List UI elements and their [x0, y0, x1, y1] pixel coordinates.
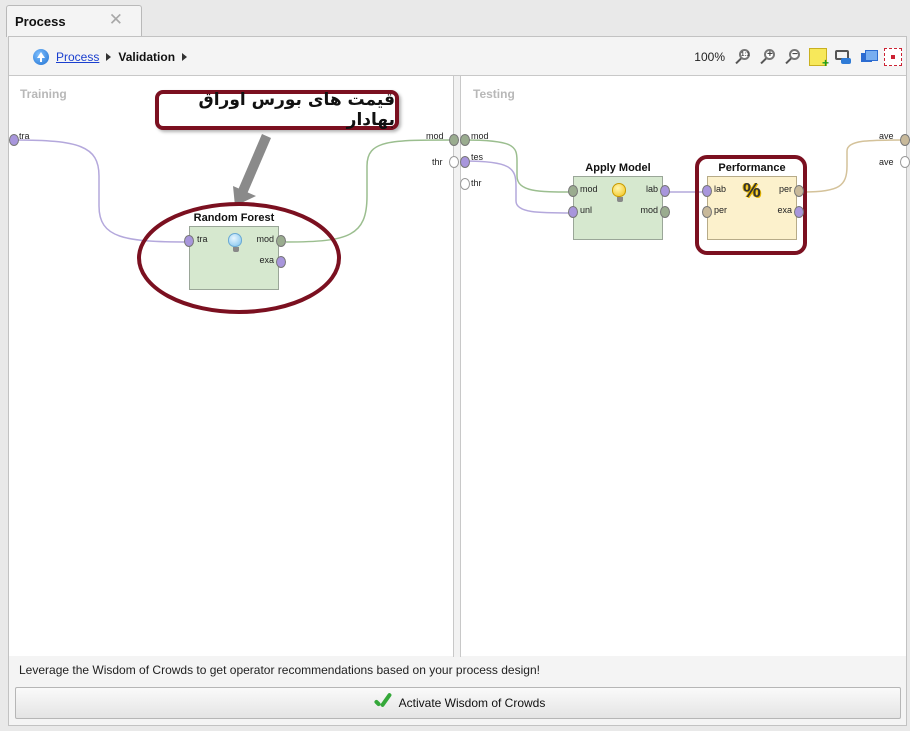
breadcrumb-arrow-icon[interactable]	[182, 53, 188, 61]
operator-body[interactable]: mod unl lab mod	[573, 176, 663, 240]
port-testing-average-out-2[interactable]	[900, 156, 910, 168]
process-canvas[interactable]: Training Testing tra mod thr mod tes thr…	[9, 75, 910, 657]
port-label: lab	[714, 184, 727, 194]
port-training-input[interactable]	[9, 134, 19, 146]
training-label: Training	[20, 87, 67, 101]
port-testing-model-in[interactable]	[460, 134, 470, 146]
add-note-icon[interactable]	[809, 48, 829, 70]
port-performance-example[interactable]	[794, 206, 804, 218]
up-arrow-icon[interactable]	[33, 49, 49, 65]
port-label: tra	[197, 234, 208, 244]
port-apply-model-unlabeled[interactable]	[568, 206, 578, 218]
zoom-out-icon[interactable]: −	[784, 48, 802, 66]
port-label: lab	[645, 184, 658, 194]
connection-wires	[13, 134, 903, 314]
layers-icon[interactable]	[859, 48, 878, 66]
port-performance-labeled[interactable]	[702, 185, 712, 197]
toolbar: 100% 1:1 + −	[694, 46, 902, 70]
port-label: mod	[640, 205, 658, 215]
tab-label: Process	[15, 14, 66, 29]
close-icon[interactable]: ✕	[108, 10, 123, 29]
highlight-ellipse	[137, 202, 341, 314]
port-label: ave	[879, 157, 894, 167]
lightbulb-icon	[612, 183, 626, 202]
breadcrumb: Process Validation	[33, 47, 194, 67]
port-training-threshold-out[interactable]	[449, 156, 459, 168]
tab-strip: Process ✕	[0, 0, 910, 37]
port-label: exa	[777, 205, 792, 215]
port-testing-average-out[interactable]	[900, 134, 910, 146]
port-label: per	[778, 184, 792, 194]
operator-title: Random Forest	[193, 212, 275, 224]
port-testing-threshold-in[interactable]	[460, 178, 470, 190]
port-apply-model-model-out[interactable]	[660, 206, 670, 218]
zoom-reset-icon[interactable]: 1:1	[734, 48, 752, 66]
port-performance-performance-out[interactable]	[794, 185, 804, 197]
subprocess-divider[interactable]	[454, 76, 460, 657]
testing-subprocess[interactable]: Testing	[460, 76, 906, 657]
port-label: mod	[580, 184, 598, 194]
operator-body[interactable]: tra mod exa	[189, 226, 279, 290]
fit-to-screen-icon[interactable]	[884, 48, 902, 66]
port-training-model-out[interactable]	[449, 134, 459, 146]
port-label: per	[714, 205, 728, 215]
annotation-callout[interactable]: قیمت های بورس اوراق بهادار	[155, 90, 399, 130]
port-label: unl	[580, 205, 593, 215]
port-label: ave	[879, 131, 894, 141]
breadcrumb-current: Validation	[118, 50, 176, 64]
port-label: thr	[432, 157, 443, 167]
operator-title: Apply Model	[585, 162, 651, 174]
port-label: mod	[426, 131, 444, 141]
breadcrumb-process-link[interactable]: Process	[56, 50, 100, 64]
port-random-forest-example[interactable]	[276, 256, 286, 268]
port-apply-model-model[interactable]	[568, 185, 578, 197]
process-panel: Process Validation 100% 1:1 + −	[8, 36, 910, 726]
wire-model-apply	[463, 139, 573, 193]
wire-performance-output	[803, 139, 903, 193]
port-label: tes	[471, 152, 484, 162]
auto-wire-icon[interactable]	[834, 48, 852, 66]
wire-training-input	[13, 139, 190, 243]
port-random-forest-model[interactable]	[276, 235, 286, 247]
annotation-text: قیمت های بورس اوراق بهادار	[198, 90, 395, 130]
lightbulb-icon	[228, 233, 242, 252]
wisdom-hint-text: Leverage the Wisdom of Crowds to get ope…	[19, 663, 540, 677]
port-apply-model-labeled[interactable]	[660, 185, 670, 197]
port-random-forest-training[interactable]	[184, 235, 194, 247]
port-testing-test-in[interactable]	[460, 156, 470, 168]
wire-test-data	[463, 160, 573, 214]
activate-wisdom-label: Activate Wisdom of Crowds	[398, 696, 546, 710]
breadcrumb-arrow-icon	[106, 53, 112, 61]
port-performance-performance-in[interactable]	[702, 206, 712, 218]
port-label: exa	[259, 255, 274, 265]
operator-title: Performance	[718, 162, 786, 174]
annotation-arrow-head	[233, 186, 256, 206]
activate-wisdom-button[interactable]: Activate Wisdom of Crowds	[15, 687, 901, 719]
port-label: mod	[471, 131, 489, 141]
highlight-rounded-rect	[695, 155, 807, 255]
annotation-arrow-shaft	[238, 134, 271, 194]
operator-body[interactable]: lab per per exa %	[707, 176, 797, 240]
zoom-level: 100%	[694, 50, 725, 64]
port-label: tra	[19, 131, 30, 141]
zoom-in-icon[interactable]: +	[759, 48, 777, 66]
training-subprocess[interactable]: Training	[9, 76, 454, 657]
percent-icon: %	[743, 180, 761, 202]
port-label: mod	[256, 234, 274, 244]
port-label: thr	[471, 178, 482, 188]
testing-label: Testing	[473, 87, 515, 101]
checkmark-icon	[371, 693, 393, 713]
tab-process[interactable]: Process ✕	[6, 5, 142, 37]
